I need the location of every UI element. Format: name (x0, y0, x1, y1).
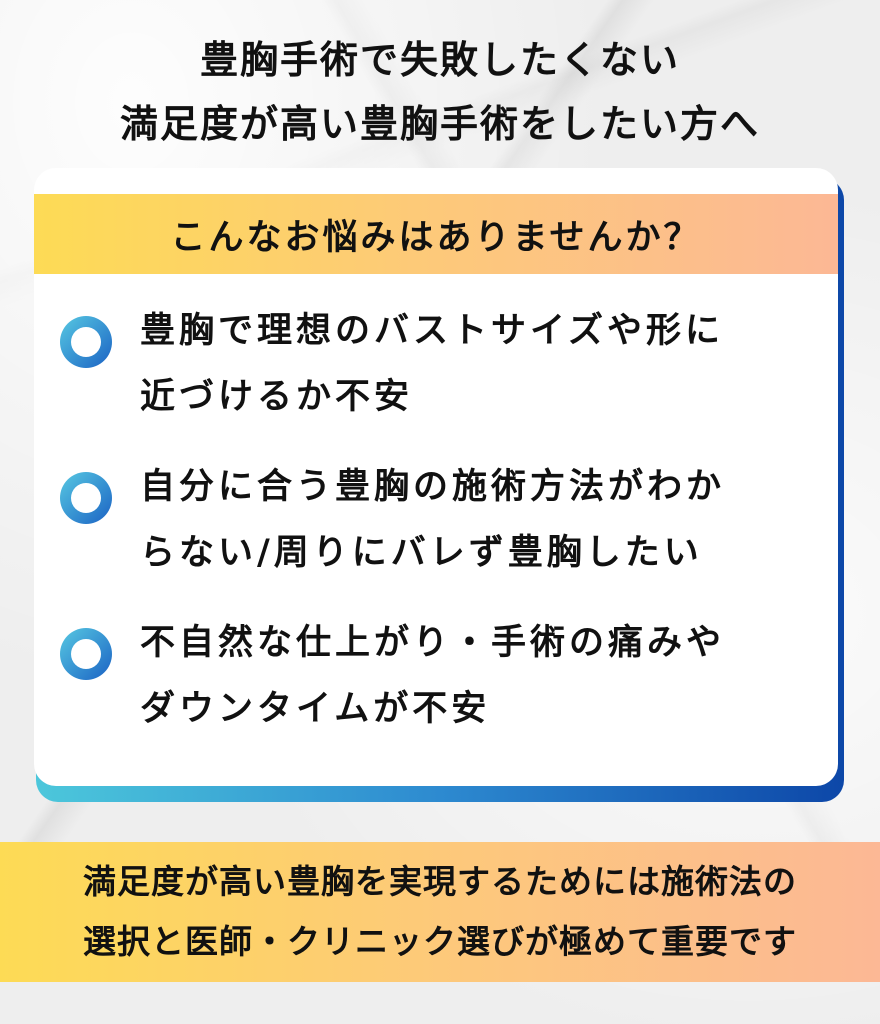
list-item-text: 自分に合う豊胸の施術方法がわか らない/周りにバレず豊胸したい (140, 454, 820, 586)
ring-bullet-icon (60, 472, 112, 524)
headline-line-2: 満足度が高い豊胸手術をしたい方へ (119, 102, 760, 146)
list-item-line: ダウンタイムが不安 (140, 689, 491, 729)
concerns-card: こんなお悩みはありませんか？ 豊胸で理想のバストサイズや形に 近づけるか不安 自… (34, 168, 838, 786)
list-item-text: 不自然な仕上がり・手術の痛みや ダウンタイムが不安 (140, 610, 820, 742)
ring-bullet-icon (60, 316, 112, 368)
list-item-line: らない/周りにバレず豊胸したい (140, 533, 703, 573)
concerns-list: 豊胸で理想のバストサイズや形に 近づけるか不安 自分に合う豊胸の施術方法がわか … (34, 294, 838, 762)
ring-bullet-icon (60, 628, 112, 680)
headline-line-1: 豊胸手術で失敗したくない (199, 38, 680, 82)
list-item-line: 豊胸で理想のバストサイズや形に (140, 311, 724, 351)
list-item-line: 不自然な仕上がり・手術の痛みや (140, 623, 726, 663)
headline: 豊胸手術で失敗したくない 満足度が高い豊胸手術をしたい方へ (0, 28, 880, 156)
list-item-line: 近づけるか不安 (140, 377, 414, 417)
card-title: こんなお悩みはありませんか？ (34, 194, 838, 274)
list-item: 自分に合う豊胸の施術方法がわか らない/周りにバレず豊胸したい (34, 450, 838, 606)
list-item-text: 豊胸で理想のバストサイズや形に 近づけるか不安 (140, 298, 820, 430)
list-item: 豊胸で理想のバストサイズや形に 近づけるか不安 (34, 294, 838, 450)
banner-line-2: 選択と医師・クリニック選びが極めて重要です (83, 922, 797, 961)
conclusion-banner: 満足度が高い豊胸を実現するためには施術法の 選択と医師・クリニック選びが極めて重… (0, 842, 880, 982)
list-item-line: 自分に合う豊胸の施術方法がわか (140, 467, 726, 507)
banner-line-1: 満足度が高い豊胸を実現するためには施術法の (83, 862, 797, 901)
list-item: 不自然な仕上がり・手術の痛みや ダウンタイムが不安 (34, 606, 838, 762)
